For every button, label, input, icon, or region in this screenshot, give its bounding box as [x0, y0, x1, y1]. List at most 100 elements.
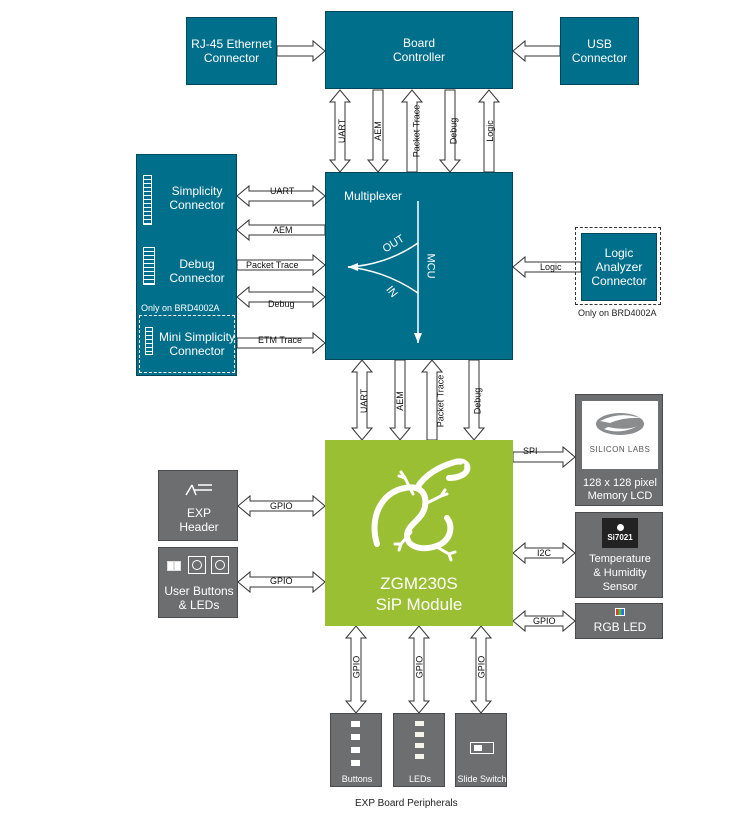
simplicity-label-1: Simplicity: [171, 184, 223, 198]
mux-mcu-label: MCU: [424, 253, 437, 279]
link-bc-uart: UART: [337, 118, 348, 144]
link-periph-gpio-3: GPIO: [476, 655, 487, 679]
memory-lcd-label-1: 128 x 128 pixel: [583, 477, 657, 489]
arrow-rj45-board: [276, 39, 326, 63]
arrow-usb-board: [512, 39, 561, 63]
exp-header-label-1: EXP: [186, 506, 211, 520]
link-periph-gpio-2: GPIO: [414, 655, 425, 679]
board-controller-label-1: Board: [402, 36, 436, 50]
rj45-label-2: Connector: [203, 51, 260, 65]
logic-analyzer-dashed-box: [575, 227, 661, 305]
arrow-ub-gpio: [237, 570, 326, 594]
link-ub-gpio: GPIO: [270, 576, 293, 586]
link-left-packet-trace: Packet Trace: [246, 260, 299, 270]
simplicity-connector: Simplicity Connector: [159, 183, 235, 213]
silicon-labs-logo-mark: [596, 413, 644, 435]
usb-connector: USB Connector: [560, 17, 639, 85]
link-mux-debug: Debug: [472, 387, 483, 415]
rj45-ethernet-connector: RJ-45 Ethernet Connector: [186, 17, 277, 85]
periph-leds-label: LEDs: [408, 774, 431, 784]
board-controller-label-2: Controller: [392, 50, 446, 64]
zgm230s-sip-module: ZGM230S SiP Module: [325, 440, 513, 626]
arrow-periph-gpio-2: [407, 625, 431, 714]
link-mux-uart: UART: [359, 388, 370, 414]
debug-label-2: Connector: [169, 271, 225, 285]
board-controller: Board Controller: [325, 11, 513, 89]
arrow-left-packet-trace: [236, 253, 326, 277]
connector-panel: Simplicity Connector Debug Connector Onl…: [136, 154, 237, 376]
debug-label-1: Debug: [179, 257, 215, 271]
exp-header-icon: [185, 484, 212, 496]
silicon-labs-logo-text: SILICON LABS: [589, 445, 651, 454]
arrow-periph-gpio-1: [344, 625, 368, 714]
multiplexer: Multiplexer OUT IN MCU: [325, 172, 513, 360]
arrow-exp-gpio: [237, 494, 326, 518]
arrow-bc-uart: [328, 89, 352, 173]
rgb-led: RGB LED: [575, 603, 663, 639]
arrow-bc-aem: [366, 89, 390, 173]
si7021-chip-port: [616, 524, 624, 531]
link-left-aem: AEM: [273, 225, 293, 235]
user-button-icon-1: [188, 556, 206, 574]
mini-simplicity-connector: Mini Simplicity Connector: [157, 329, 237, 359]
periph-buttons-label: Buttons: [341, 774, 373, 784]
link-right-logic: Logic: [540, 262, 562, 272]
periph-led-icon-1: [415, 721, 424, 726]
link-spi: SPI: [523, 446, 538, 456]
link-periph-gpio-1: GPIO: [351, 655, 362, 679]
arrow-spi: [512, 445, 576, 469]
rgb-led-icon: [615, 608, 625, 616]
arrow-mux-aem: [388, 359, 412, 441]
silicon-labs-logo: SILICON LABS: [586, 409, 654, 459]
rgb-led-label: RGB LED: [593, 620, 647, 634]
link-left-etm-trace: ETM Trace: [258, 335, 303, 345]
link-mux-packet-trace: Packet Trace: [435, 374, 446, 428]
exp-header-label-2: Header: [179, 520, 219, 534]
user-buttons-and-leds: User Buttons & LEDs: [158, 547, 238, 618]
arrow-mux-uart: [350, 359, 374, 441]
periph-button-icon-1: [351, 721, 360, 727]
user-buttons-label-2: & LEDs: [178, 598, 220, 612]
memory-lcd: SILICON LABS 128 x 128 pixel Memory LCD: [575, 394, 663, 506]
gecko-logo: [371, 458, 471, 562]
periph-switch-label: Slide Switch: [457, 774, 507, 784]
periph-slide-switch: Slide Switch: [455, 713, 507, 787]
arrow-i2c: [512, 541, 576, 565]
arrow-mux-debug: [462, 359, 486, 441]
multiplexer-label: Multiplexer: [344, 189, 403, 203]
simplicity-label-2: Connector: [169, 198, 225, 212]
debug-connector: Debug Connector: [159, 256, 235, 286]
exp-header-label: EXP Header: [159, 503, 239, 537]
link-bc-debug: Debug: [448, 117, 459, 145]
link-exp-gpio: GPIO: [270, 501, 293, 511]
link-bc-packet-trace: Packet Trace: [411, 104, 422, 158]
logic-analyzer-label-1: Logic: [604, 246, 634, 260]
arrow-left-debug: [236, 285, 326, 309]
slide-switch-icon: [470, 742, 494, 754]
link-bc-aem: AEM: [372, 121, 383, 141]
arrow-left-uart: [236, 184, 326, 208]
temp-sensor-label-2: & Humidity: [593, 567, 647, 579]
link-rgb-gpio: GPIO: [533, 616, 556, 626]
mini-simplicity-dashed-box: [139, 315, 235, 373]
periph-buttons: Buttons: [330, 713, 382, 787]
temperature-humidity-sensor: Si7021 Temperature & Humidity Sensor: [575, 512, 663, 598]
link-bc-logic: Logic: [484, 120, 495, 142]
periph-led-icon-3: [415, 743, 424, 748]
periph-button-icon-3: [351, 747, 360, 753]
user-buttons-label-1: User Buttons: [164, 584, 234, 598]
usb-label-2: Connector: [571, 51, 628, 65]
periph-led-icon-4: [415, 754, 424, 759]
link-mux-aem: AEM: [394, 391, 405, 411]
periph-led-icon-2: [415, 732, 424, 737]
periph-leds: LEDs: [393, 713, 445, 787]
si7021-chip: Si7021: [602, 518, 638, 548]
zgm-label-1: ZGM230S: [380, 574, 458, 593]
temp-sensor-label-3: Sensor: [602, 581, 638, 593]
periph-button-icon-4: [351, 760, 360, 766]
periph-caption: EXP Board Peripherals: [355, 798, 458, 809]
simplicity-connector-icon: [143, 175, 152, 225]
user-button-icon-2: [211, 556, 229, 574]
temp-sensor-label-1: Temperature: [589, 553, 651, 565]
